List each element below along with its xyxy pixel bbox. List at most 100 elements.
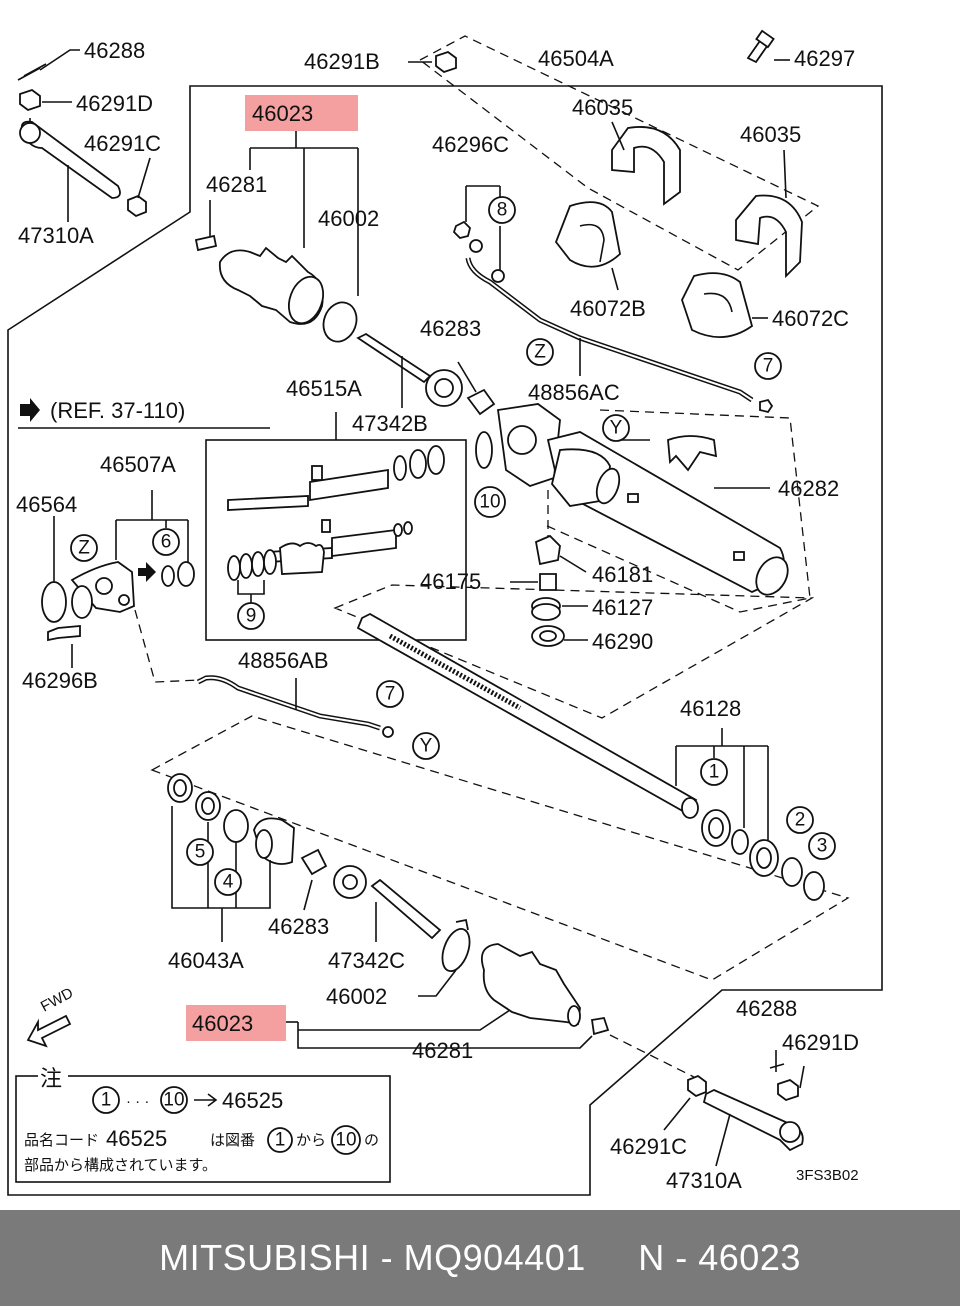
note-line2-e: 10 [335, 1130, 356, 1151]
note-title: 注 [40, 1066, 62, 1091]
callout-8: 8 [488, 196, 516, 224]
svg-text:Y: Y [610, 418, 623, 439]
footer-text: MITSUBISHI - MQ904401 N - 46023 [159, 1237, 801, 1278]
boot-band-icon [322, 301, 358, 343]
label-46515a: 46515A [286, 376, 362, 401]
label-46281-top: 46281 [206, 172, 267, 197]
label-46291b: 46291B [304, 49, 380, 74]
svg-text:10: 10 [479, 492, 500, 513]
lower-guide-box [150, 715, 850, 981]
tie-rod-end-icon [20, 120, 121, 199]
label-46002-bottom: 46002 [326, 984, 387, 1009]
highlight-46023-top [245, 95, 358, 131]
label-46043a: 46043A [168, 948, 244, 973]
ref-guide [134, 609, 201, 683]
callout-1: 1 [700, 758, 728, 786]
spring-icon [279, 542, 325, 575]
rubber-mount-c-icon [681, 272, 754, 339]
label-46290: 46290 [592, 629, 653, 654]
rack-guide-box [333, 584, 815, 719]
label-46072c: 46072C [772, 306, 849, 331]
label-46023-top: 46023 [252, 101, 313, 126]
callout-y-mid: Y [412, 732, 440, 760]
cotter-pin-icon [17, 63, 47, 81]
o-ring-10-icon [475, 431, 493, 469]
note-line2-f: の [364, 1132, 379, 1149]
label-46296b: 46296B [22, 668, 98, 693]
rack-guide-icon [534, 534, 561, 566]
callout-3: 3 [808, 832, 836, 860]
svg-text:9: 9 [246, 606, 257, 627]
label-46283-top: 46283 [420, 316, 481, 341]
callout-z-top: Z [526, 338, 554, 366]
label-46288-bottom: 46288 [736, 996, 797, 1021]
fwd-arrow-icon [26, 1014, 72, 1048]
callout-7-top: 7 [754, 352, 782, 380]
svg-text:Z: Z [534, 342, 546, 363]
svg-text:5: 5 [195, 842, 206, 863]
label-46181: 46181 [592, 562, 653, 587]
note-line3: 部品から構成されています。 [24, 1157, 217, 1174]
arrow-right-icon-2 [138, 562, 156, 582]
lock-nut-icon [127, 194, 147, 218]
label-46128: 46128 [680, 696, 741, 721]
label-46288-top: 46288 [84, 38, 145, 63]
label-46127: 46127 [592, 595, 653, 620]
label-46291d-top: 46291D [76, 91, 153, 116]
svg-text:4: 4 [223, 872, 234, 893]
note-range-b: 10 [163, 1090, 184, 1111]
note-line2-d: から [296, 1132, 326, 1149]
label-47342b: 47342B [352, 411, 428, 436]
bracket-guide-box [418, 35, 820, 271]
clamp-bracket-b-icon [735, 194, 803, 279]
svg-text:6: 6 [161, 532, 172, 553]
label-46507a: 46507A [100, 452, 176, 477]
label-46283-bottom: 46283 [268, 914, 329, 939]
highlight-46023-bottom [186, 1005, 286, 1041]
callout-6: 6 [152, 528, 180, 556]
label-46035-a: 46035 [572, 95, 633, 120]
part-number-footer: MITSUBISHI - MQ904401 N - 46023 [0, 1210, 960, 1306]
callout-9: 9 [237, 602, 265, 630]
lock-washer-icon [466, 388, 496, 416]
cotter-pin-lower-icon [769, 1050, 785, 1072]
boot-clip-icon [194, 234, 218, 252]
callout-y-top: Y [602, 414, 630, 442]
castle-nut-lower-icon [777, 1078, 799, 1102]
label-46564: 46564 [16, 492, 77, 517]
note-line2-a: 品名コード [24, 1132, 99, 1149]
label-46297: 46297 [794, 46, 855, 71]
lock-washer-lower-icon [300, 848, 328, 876]
boot-clip-lower-icon [590, 1016, 610, 1036]
svg-text:2: 2 [795, 810, 806, 831]
valve-shaft-a-icon [227, 495, 309, 511]
label-46504a: 46504A [538, 46, 614, 71]
svg-text:Z: Z [78, 538, 90, 559]
svg-text:8: 8 [497, 200, 508, 221]
bolt-46296b-icon [47, 625, 81, 642]
rubber-mount-b-icon [554, 201, 621, 268]
label-46282: 46282 [778, 476, 839, 501]
label-46291c-bottom: 46291C [610, 1134, 687, 1159]
ref-label[interactable]: (REF. 37-110) [50, 398, 185, 423]
note-box [15, 1075, 391, 1183]
arrow-right-icon [20, 398, 40, 422]
callout-2: 2 [786, 806, 814, 834]
callout-5: 5 [186, 838, 214, 866]
nut-46291b-icon [435, 50, 457, 74]
label-47310a-top: 47310A [18, 223, 94, 248]
svg-text:3: 3 [817, 836, 828, 857]
steering-rack-parts-diagram: FWD 注 1 · · · 10 46525 品名コード 46525 は図番 1… [7, 29, 883, 1196]
castle-nut-icon [19, 88, 41, 112]
label-46281-bottom: 46281 [412, 1038, 473, 1063]
inner-tie-rod-lower-icon [370, 878, 442, 940]
callout-7-mid: 7 [376, 680, 404, 708]
note-range-dots: · · · [126, 1093, 149, 1110]
note-range-a: 1 [101, 1090, 112, 1111]
label-46291d-bottom: 46291D [782, 1030, 859, 1055]
fwd-label: FWD [38, 984, 76, 1015]
callout-4: 4 [214, 868, 242, 896]
assembly-frame [7, 85, 883, 1196]
label-47342c: 47342C [328, 948, 405, 973]
diagram-code: 3FS3B02 [796, 1167, 859, 1184]
